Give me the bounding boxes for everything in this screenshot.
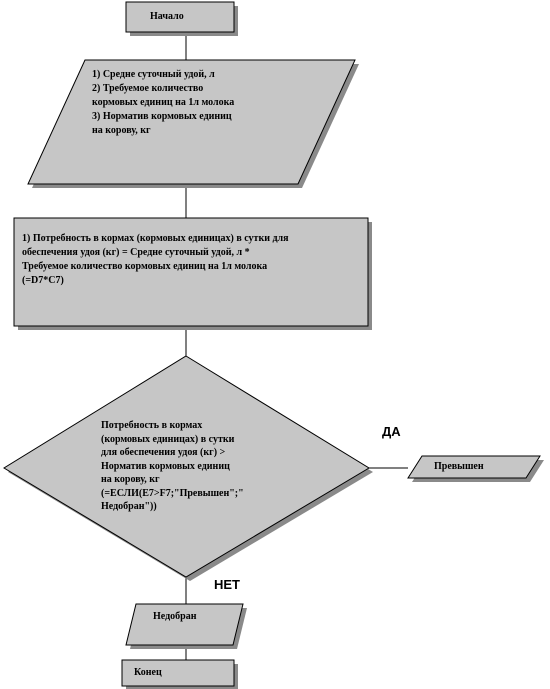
yes-output-parallelogram <box>407 455 541 479</box>
input-parallelogram <box>27 59 356 185</box>
start-label: Начало <box>150 11 184 22</box>
no-output-parallelogram <box>125 603 244 646</box>
yes-output-label: Превышен <box>434 461 484 472</box>
start-terminal <box>125 1 235 33</box>
end-label: Конец <box>134 667 162 678</box>
input-label: 1) Средне суточный удой, л 2) Требуемое … <box>92 69 235 136</box>
yes-branch-label: ДА <box>382 424 401 439</box>
no-output-label: Недобран <box>153 611 197 622</box>
end-terminal <box>121 659 235 687</box>
process-rect <box>13 217 369 327</box>
decision-diamond <box>3 355 370 578</box>
process-label: 1) Потребность в кормах (кормовых единиц… <box>22 233 289 286</box>
no-branch-label: НЕТ <box>214 577 240 592</box>
decision-label: Потребность в кормах (кормовых единицах)… <box>101 420 244 512</box>
